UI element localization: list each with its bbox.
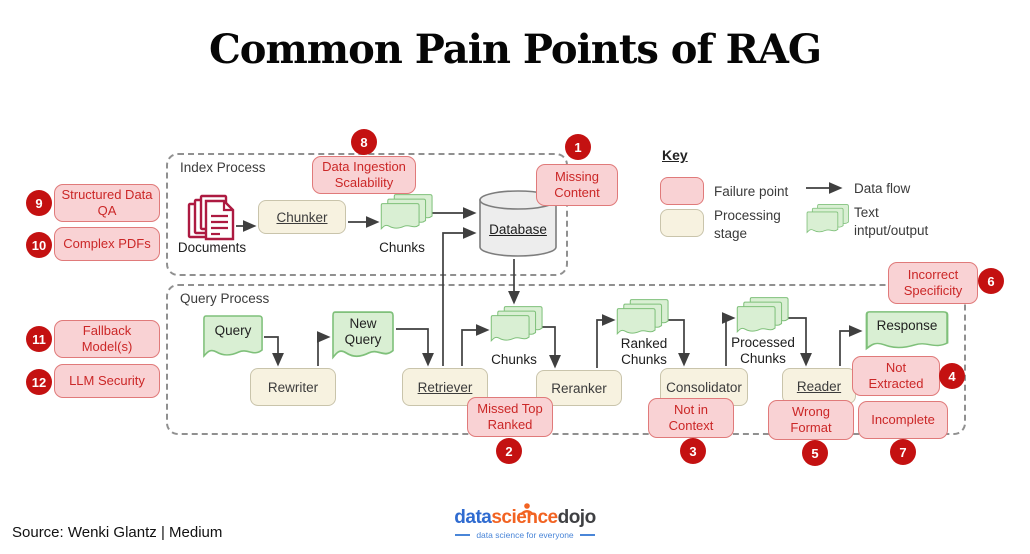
rewriter-label: Rewriter — [267, 379, 319, 395]
arrow-query-rewriter — [264, 336, 284, 367]
key-failure-label: Failure point — [714, 184, 789, 199]
logo-wordmark: datasciencedojo — [454, 503, 597, 529]
datasciencedojo-logo: datasciencedojo data science for everyon… — [440, 503, 610, 540]
source-text: Source: Wenki Glantz | Medium — [12, 524, 223, 541]
badge-11: 11 — [26, 326, 52, 352]
badge-3: 3 — [680, 438, 706, 464]
database-text: Database — [489, 222, 547, 237]
arrow-processedchunks-reader — [788, 317, 812, 367]
arrow-rewriter-newquery — [316, 331, 331, 366]
key-title: Key — [662, 147, 688, 163]
reranker-label: Reranker — [551, 380, 607, 396]
failure-point-wrong-format: Wrong Format — [768, 400, 854, 440]
failure-point-incomplete: Incomplete — [858, 401, 948, 439]
retriever-label: Retriever — [417, 379, 473, 395]
documents-label: Documents — [177, 240, 247, 255]
badge-8: 8 — [351, 129, 377, 155]
failure-point-not-extracted: Not Extracted — [852, 356, 940, 396]
query-process-box — [166, 284, 966, 435]
key-failure-swatch — [660, 177, 704, 205]
key-stage-label: Processing stage — [714, 208, 781, 241]
key-flow-label: Data flow — [854, 181, 911, 196]
logo-person-icon — [520, 500, 534, 521]
response-label: Response — [876, 318, 938, 333]
chunks-icon-query — [490, 306, 544, 355]
badge-6: 6 — [978, 268, 1004, 294]
badge-10: 10 — [26, 232, 52, 258]
chunks-icon-index — [380, 194, 434, 243]
database-label: Database — [478, 222, 558, 238]
chunks-label-index: Chunks — [379, 240, 425, 255]
query-process-label: Query Process — [180, 291, 270, 306]
ranked-chunks-icon — [616, 299, 670, 348]
badge-4: 4 — [939, 363, 965, 389]
badge-2: 2 — [496, 438, 522, 464]
chunks-label-query: Chunks — [491, 352, 537, 367]
badge-12: 12 — [26, 369, 52, 395]
new-query-label: New Query — [344, 316, 382, 348]
arrow-consolidator-processedchunks — [721, 312, 736, 366]
query-label: Query — [214, 323, 252, 338]
chunker-label: Chunker — [276, 209, 328, 225]
failure-point-fallback-models: Fallback Model(s) — [54, 320, 160, 358]
failure-point-complex-pdfs: Complex PDFs — [54, 227, 160, 261]
ranked-chunks-label: Ranked Chunks — [620, 336, 668, 368]
arrow-rankedchunks-consolidator — [668, 319, 690, 367]
arrow-newquery-retriever — [396, 328, 434, 367]
logo-tagline-row: data science for everyone — [440, 530, 610, 540]
logo-part-data: data — [454, 507, 492, 528]
badge-5: 5 — [802, 440, 828, 466]
index-process-label: Index Process — [180, 160, 266, 175]
tagline-dash-right — [579, 533, 595, 536]
processed-chunks-label: Processed Chunks — [731, 335, 795, 367]
key-stage-swatch — [660, 209, 704, 237]
failure-point-incorrect-specificity: Incorrect Specificity — [888, 262, 978, 304]
response-note: Response — [864, 311, 950, 353]
failure-point-structured-data-qa: Structured Data QA — [54, 184, 160, 222]
arrow-reranker-rankedchunks — [596, 314, 616, 368]
failure-point-missed-top-ranked: Missed Top Ranked — [467, 397, 553, 437]
failure-point-data-ingestion-scalability: Data Ingestion Scalability — [312, 156, 416, 194]
logo-part-dojo: dojo — [557, 507, 597, 528]
badge-1: 1 — [565, 134, 591, 160]
logo-part-science: science — [491, 507, 558, 528]
failure-point-not-in-context: Not in Context — [648, 398, 734, 438]
key-text-io-icon — [806, 203, 850, 246]
arrow-chunks-reranker — [542, 326, 561, 369]
logo-tagline: data science for everyone — [476, 529, 574, 540]
query-note: Query — [202, 315, 264, 361]
badge-9: 9 — [26, 190, 52, 216]
badge-7: 7 — [890, 439, 916, 465]
arrow-reader-response — [839, 325, 863, 366]
key-text-io-label: Text intput/output — [854, 205, 929, 238]
new-query-note: New Query — [331, 311, 395, 363]
page-title: Common Pain Points of RAG — [208, 26, 822, 73]
rewriter-stage: Rewriter — [250, 368, 336, 406]
arrow-retriever-chunks — [461, 324, 490, 366]
failure-point-missing-content: Missing Content — [536, 164, 618, 206]
documents-icon — [186, 192, 238, 249]
consolidator-label: Consolidator — [666, 379, 742, 395]
failure-point-llm-security: LLM Security — [54, 364, 160, 398]
reader-stage: Reader — [782, 368, 856, 404]
chunker-stage: Chunker — [258, 200, 346, 234]
processed-chunks-icon — [736, 297, 790, 346]
arrow-retriever-database — [442, 227, 477, 366]
tagline-dash-left — [455, 533, 471, 536]
reader-label: Reader — [796, 378, 842, 394]
